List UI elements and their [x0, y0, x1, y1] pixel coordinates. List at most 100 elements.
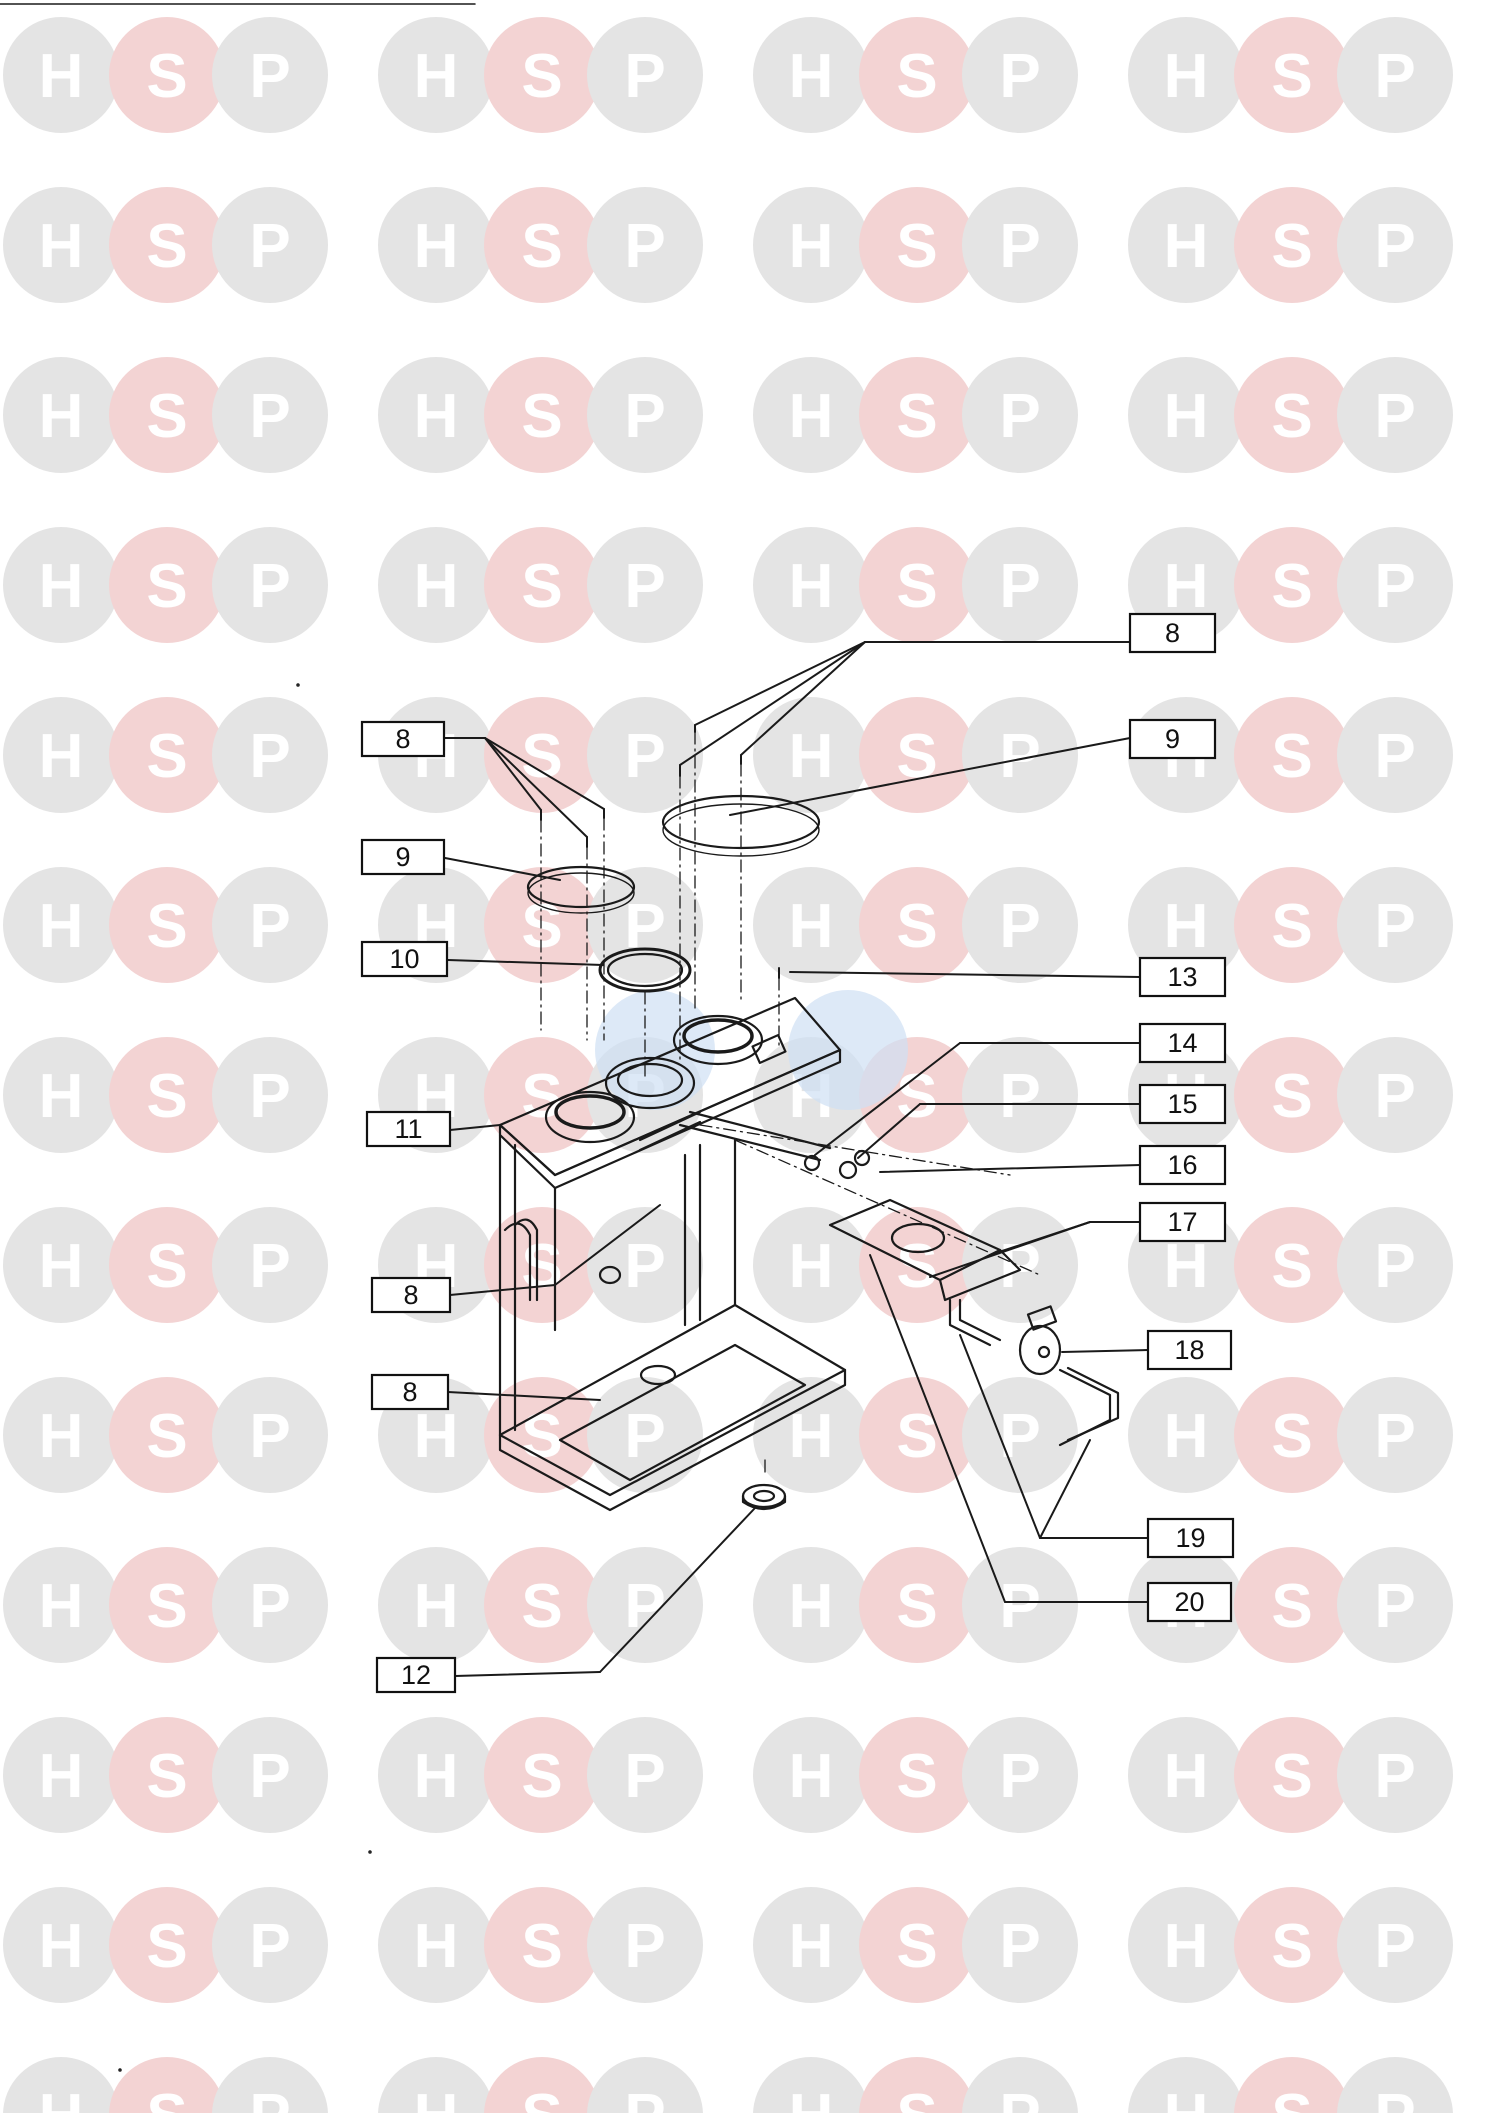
watermark-circle-s — [109, 1547, 225, 1663]
watermark-letter-p: P — [624, 2082, 665, 2113]
watermark-circle-s — [1234, 1377, 1350, 1493]
boiler-frame — [498, 1133, 847, 1512]
watermark-circle-s — [109, 527, 225, 643]
watermark-circle-h — [378, 1547, 494, 1663]
watermark-circle-p — [587, 17, 703, 133]
watermark-circle-s — [109, 357, 225, 473]
watermark-letter-s: S — [146, 1912, 187, 1981]
watermark-circle-p — [1337, 1207, 1453, 1323]
watermark-letter-s: S — [1271, 382, 1312, 451]
watermark-letter-p: P — [249, 552, 290, 621]
watermark-circle-p — [587, 1207, 703, 1323]
watermark-circle-p — [1337, 1547, 1453, 1663]
watermark-letter-h: H — [39, 1912, 84, 1981]
watermark-letter-h: H — [414, 1402, 459, 1471]
callout-box-8 — [360, 720, 446, 758]
watermark-letter-s: S — [896, 2082, 937, 2113]
watermark-circle-s — [109, 187, 225, 303]
watermark-circle-s — [484, 1717, 600, 1833]
watermark-letter-h: H — [1164, 382, 1209, 451]
callout-label-12: 12 — [401, 1660, 431, 1690]
watermark-circle-h — [378, 357, 494, 473]
watermark-letter-h: H — [789, 212, 834, 281]
watermark-circle-h — [3, 527, 119, 643]
assembly-axes — [540, 731, 1041, 1476]
watermark-letter-s: S — [896, 1232, 937, 1301]
watermark-circle-h — [1128, 17, 1244, 133]
watermark-circle-h — [753, 1377, 869, 1493]
watermark-circle-s — [859, 357, 975, 473]
watermark-letter-h: H — [39, 2082, 84, 2113]
watermark-circle-h — [3, 1717, 119, 1833]
watermark-letter-s: S — [1271, 1912, 1312, 1981]
watermark-circle-h — [378, 1717, 494, 1833]
watermark-circle-s — [859, 1717, 975, 1833]
watermark-letter-h: H — [414, 212, 459, 281]
watermark-circle-p — [1337, 357, 1453, 473]
watermark-circle-p — [962, 527, 1078, 643]
watermark-circle-p — [1337, 1887, 1453, 2003]
watermark-letter-s: S — [521, 1062, 562, 1131]
watermark-circle-s — [484, 357, 600, 473]
watermark-letter-s: S — [521, 892, 562, 961]
watermark-circle-p — [212, 357, 328, 473]
watermark-letter-s: S — [146, 552, 187, 621]
watermark-letter-p: P — [624, 722, 665, 791]
watermark-letter-p: P — [1374, 382, 1415, 451]
baffle-plate — [828, 1198, 1022, 1302]
watermark-circle-s — [859, 867, 975, 983]
callout-label-17: 17 — [1167, 1207, 1197, 1237]
watermark-letter-s: S — [146, 1572, 187, 1641]
watermark-letter-p: P — [249, 1742, 290, 1811]
watermark-letter-p: P — [999, 892, 1040, 961]
watermark-letter-h: H — [39, 382, 84, 451]
watermark-circle-s — [1234, 1547, 1350, 1663]
watermark-letter-s: S — [896, 382, 937, 451]
watermark-circle-p — [1337, 527, 1453, 643]
watermark-letter-s: S — [1271, 552, 1312, 621]
watermark-circle-p — [212, 1207, 328, 1323]
watermark-circle-h — [3, 17, 119, 133]
watermark-letter-s: S — [1271, 1572, 1312, 1641]
callout-box-9 — [360, 838, 446, 876]
watermark-circle-p — [962, 1547, 1078, 1663]
watermark-letter-p: P — [624, 1912, 665, 1981]
watermark-circle-h — [753, 2057, 869, 2113]
watermark-circle-h — [753, 527, 869, 643]
watermark-letter-h: H — [789, 1232, 834, 1301]
watermark-circle-h — [378, 187, 494, 303]
watermark-circle-p — [1337, 1717, 1453, 1833]
watermark-letter-h: H — [39, 1742, 84, 1811]
watermark-letter-p: P — [999, 1912, 1040, 1981]
watermark-letter-h: H — [414, 1912, 459, 1981]
callout-label-8: 8 — [403, 1280, 418, 1310]
watermark-circle-s — [484, 1207, 600, 1323]
callout-box-19 — [1146, 1517, 1235, 1559]
sealing-washer — [741, 1483, 787, 1511]
watermark-circle-p — [212, 1717, 328, 1833]
callout-box-18 — [1146, 1329, 1233, 1371]
watermark-letter-h: H — [39, 552, 84, 621]
watermark-letter-p: P — [249, 1912, 290, 1981]
watermark-letter-p: P — [1374, 722, 1415, 791]
watermark-letter-h: H — [1164, 552, 1209, 621]
watermark-circle-h — [753, 867, 869, 983]
screws-top — [540, 724, 780, 979]
watermark-letter-p: P — [1374, 1742, 1415, 1811]
watermark-letter-h: H — [414, 2082, 459, 2113]
watermark-circle-h — [3, 1547, 119, 1663]
watermark-circle-p — [212, 697, 328, 813]
watermark-circle-s — [1234, 1207, 1350, 1323]
callout-box-8 — [370, 1276, 452, 1314]
watermark-letter-h: H — [789, 382, 834, 451]
watermark-letter-p: P — [999, 552, 1040, 621]
watermark-letter-s: S — [1271, 1742, 1312, 1811]
watermark-circle-h — [753, 1207, 869, 1323]
watermark-circle-s — [859, 527, 975, 643]
watermark-circle-s — [109, 697, 225, 813]
watermark-circle-h — [1128, 867, 1244, 983]
watermark-letter-s: S — [896, 212, 937, 281]
watermark-letter-h: H — [39, 1402, 84, 1471]
watermark-letter-s: S — [521, 1402, 562, 1471]
watermark-letter-s: S — [146, 1062, 187, 1131]
